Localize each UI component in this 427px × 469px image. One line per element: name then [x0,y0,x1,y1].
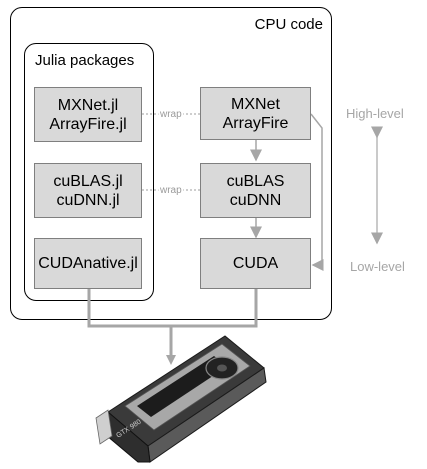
gpu-fan-hub [217,364,227,372]
lib-box-line1: cuBLAS [226,172,285,190]
julia-box-line2: cuDNN.jl [56,191,120,209]
lib-box-cuda: CUDA [200,238,311,289]
high-level-label: High-level [346,106,404,121]
julia-box-line1: cuBLAS.jl [53,172,123,190]
gpu-link-cudanative [87,289,171,328]
julia-box-mxnet-arrayfire: MXNet.jl ArrayFire.jl [34,87,142,142]
wrap-label-2: wrap [159,185,182,196]
julia-packages-label: Julia packages [35,52,135,69]
julia-box-line1: MXNet.jl [57,96,119,114]
lib-box-line1: MXNet [231,95,280,113]
gpu-shroud-window [137,356,228,417]
julia-box-line2: ArrayFire.jl [49,115,127,133]
lib-box-line2: ArrayFire [222,114,289,132]
cpu-code-label: CPU code [254,16,323,33]
lib-box-cublas-cudnn: cuBLAS cuDNN [200,163,311,218]
wrap-label-1: wrap [159,109,182,120]
lib-box-line2: cuDNN [229,191,282,209]
julia-box-cublas-cudnn: cuBLAS.jl cuDNN.jl [34,163,142,218]
gpu-bracket [95,409,113,445]
gpu-link-cuda [171,289,258,328]
arrow-mxnet-to-cuda-bypass [310,113,324,271]
julia-box-line1: CUDAnative.jl [38,255,138,272]
julia-box-cudanative: CUDAnative.jl [34,238,142,289]
lib-box-line1: CUDA [232,255,279,272]
low-level-label: Low-level [350,259,405,274]
lib-box-mxnet-arrayfire: MXNet ArrayFire [200,87,311,140]
